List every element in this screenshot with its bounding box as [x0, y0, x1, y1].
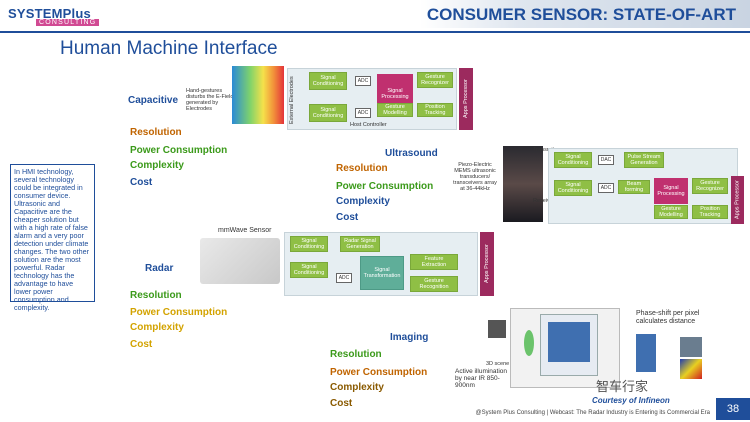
radar-adc: ADC: [336, 273, 352, 283]
cap-position-tracking: Position Tracking: [417, 103, 453, 117]
imaging-cost: Cost: [330, 398, 353, 409]
radar-signal-transformation: Signal Transformation: [360, 256, 404, 290]
tof-pixel-matrix: [548, 322, 590, 362]
us-apps-processor: Apps Processor: [731, 176, 744, 224]
ultrasound-resolution: Resolution: [336, 163, 388, 174]
image-credit: Courtesy of Infineon: [592, 396, 670, 405]
radar-hand-image: [200, 238, 280, 284]
slide-subtitle: Human Machine Interface: [60, 38, 278, 59]
us-gesture-modelling: Gesture Modelling: [654, 205, 688, 219]
ultrasound-receive: Receive: [533, 198, 553, 204]
3d-scene-camera: [488, 320, 506, 338]
radar-resolution: Resolution: [130, 290, 182, 301]
title-divider: [0, 31, 750, 33]
radar-label: Radar: [145, 263, 174, 274]
us-pulse-stream: Pulse Stream Generation: [624, 152, 664, 168]
capacitive-resolution: Resolution: [130, 127, 182, 138]
imaging-resolution: Resolution: [330, 349, 382, 360]
capacitive-label: Capacitive: [128, 95, 179, 106]
ultrasound-complexity: Complexity: [336, 196, 390, 207]
summary-note: In HMI technology, several technology co…: [10, 164, 95, 312]
capacitive-power: Power Consumption: [130, 145, 228, 156]
imaging-power: Power Consumption: [330, 367, 428, 378]
us-dac: DAC: [598, 155, 614, 165]
cap-gesture-recognizer: Gesture Recognizer: [417, 72, 453, 88]
radar-signal-generation: Radar Signal Generation: [340, 236, 380, 252]
logo-text: SYSTEMPlus: [8, 6, 91, 21]
radar-complexity: Complexity: [130, 322, 184, 333]
capacitive-cost: Cost: [130, 177, 153, 188]
radar-signal-conditioning-2: Signal Conditioning: [290, 262, 328, 278]
radar-power: Power Consumption: [130, 307, 228, 318]
depth-output-image: [680, 359, 702, 379]
us-adc: ADC: [598, 183, 614, 193]
ultrasound-label: Ultrasound: [385, 148, 438, 159]
slide-title: CONSUMER SENSOR: STATE-OF-ART: [426, 5, 736, 24]
ultrasound-caption: Piezo-Electric MEMS ultrasonic transduce…: [453, 162, 497, 192]
watermark: 智车行家: [596, 379, 649, 394]
mmwave-sensor-label: mmWave Sensor: [218, 227, 272, 234]
imaging-complexity: Complexity: [330, 382, 384, 393]
ultrasound-transmit: Transmit: [533, 147, 555, 153]
page-number: 38: [716, 398, 750, 420]
cap-gesture-modelling: Gesture Modelling: [377, 103, 413, 117]
title-bar: [420, 0, 750, 28]
external-electrodes-label: External Electrodes: [289, 76, 295, 124]
us-position-tracking: Position Tracking: [692, 205, 728, 219]
ultrasound-power: Power Consumption: [336, 181, 434, 192]
logo-subtext: CONSULTING: [36, 19, 100, 26]
radar-cost: Cost: [130, 339, 153, 350]
tof-processor: [636, 334, 656, 372]
cap-adc-1: ADC: [355, 76, 371, 86]
cap-apps-processor: Apps Processor: [459, 68, 473, 130]
us-signal-processing: Signal Processing: [654, 178, 688, 204]
cap-signal-conditioning-2: Signal Conditioning: [309, 104, 347, 122]
company-logo: SYSTEMPlus: [8, 6, 91, 21]
radar-gesture-recognition: Gesture Recognition: [410, 276, 458, 292]
ultrasound-hand-image: [503, 146, 543, 222]
us-signal-conditioning-2: Signal Conditioning: [554, 180, 592, 196]
efield-image: [232, 66, 284, 124]
cap-signal-conditioning-1: Signal Conditioning: [309, 72, 347, 90]
radar-feature-extraction: Feature Extraction: [410, 254, 458, 270]
us-signal-conditioning-1: Signal Conditioning: [554, 152, 592, 168]
cap-adc-2: ADC: [355, 108, 371, 118]
capacitive-complexity: Complexity: [130, 160, 184, 171]
illumination-caption: Active illumination by near IR 850-900nm: [455, 368, 508, 389]
host-controller-label: Host Controller: [350, 122, 387, 128]
3d-scene-label: 3D scene: [486, 361, 510, 367]
capacitive-caption: Hand-gestures disturbs the E-Field gener…: [186, 88, 234, 112]
radar-apps-processor: Apps Processor: [480, 232, 494, 296]
radar-signal-conditioning-1: Signal Conditioning: [290, 236, 328, 252]
us-gesture-recognizer: Gesture Recognizer: [692, 178, 728, 194]
tof-lens: [524, 330, 534, 356]
ultrasound-cost: Cost: [336, 212, 359, 223]
phase-shift-caption: Phase-shift per pixel calculates distanc…: [636, 310, 700, 325]
us-beam-forming: Beam forming: [618, 180, 650, 194]
footer-text: @System Plus Consulting | Webcast: The R…: [475, 410, 710, 416]
imaging-label: Imaging: [390, 332, 429, 343]
grayscale-output-image: [680, 337, 702, 357]
